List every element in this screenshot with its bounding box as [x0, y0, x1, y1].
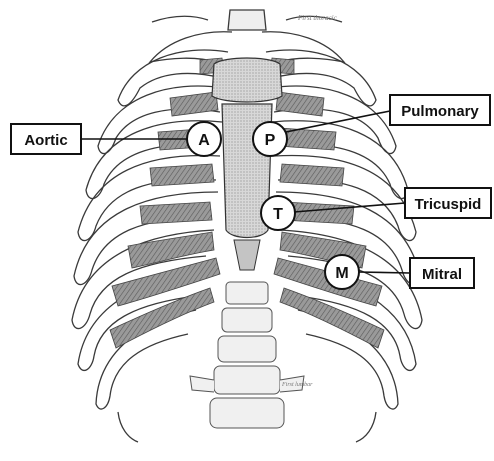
callout-aortic: Aortic A: [11, 122, 221, 156]
vertebra-top: [228, 10, 266, 30]
cartilage-right-2: [276, 92, 324, 116]
callout-mitral: Mitral M: [325, 255, 474, 289]
marker-letter-mitral: M: [335, 265, 348, 282]
vertebra-1: [226, 282, 268, 304]
vertebra-5: [210, 398, 284, 428]
transverse-left: [190, 376, 214, 392]
label-aortic: Aortic: [24, 132, 67, 149]
marker-letter-tricuspid: T: [273, 206, 283, 223]
label-mitral: Mitral: [422, 266, 462, 283]
marker-letter-aortic: A: [198, 132, 210, 149]
first-rib-note: First thoracic: [297, 14, 338, 22]
callout-tricuspid: Tricuspid T: [261, 188, 491, 230]
vertebra-2: [222, 308, 272, 332]
xiphoid: [234, 240, 260, 270]
cartilage-left-4: [150, 164, 214, 186]
first-lumbar-note: First lumbar: [281, 382, 313, 388]
label-pulmonary: Pulmonary: [401, 103, 479, 120]
cartilage-left-2: [170, 92, 218, 116]
rib-left-10: [118, 412, 138, 442]
vertebra-3: [218, 336, 276, 362]
ribcage-illustration: [72, 10, 422, 442]
label-tricuspid: Tricuspid: [415, 196, 482, 213]
manubrium: [212, 58, 282, 102]
cartilage-right-4: [280, 164, 344, 186]
rib-right-10: [356, 412, 376, 442]
vertebra-4: [214, 366, 280, 394]
leader-mitral: [358, 272, 410, 273]
clavicle-left: [152, 16, 208, 22]
leader-pulmonary: [286, 111, 390, 132]
sternum: [212, 58, 282, 270]
marker-letter-pulmonary: P: [265, 132, 276, 149]
cartilage-left-5: [140, 202, 212, 224]
